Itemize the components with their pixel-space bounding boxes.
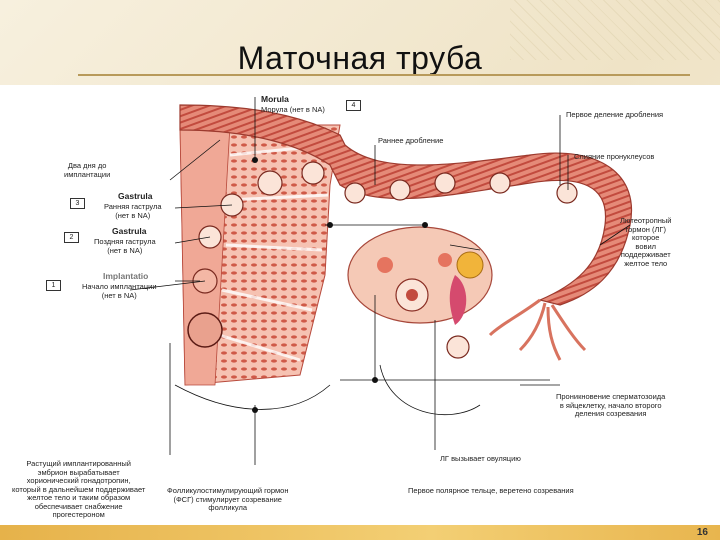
page-number: 16 (696, 527, 708, 538)
leader-dots (252, 157, 428, 413)
label-gastrula-early-en: Gastrula (118, 191, 153, 201)
stage-number-3: 3 (70, 198, 85, 209)
stage-cell (257, 170, 283, 196)
label-early-cleavage: Раннее дробление (378, 136, 444, 145)
label-implantatio-en: Implantatio (103, 271, 149, 281)
embryo-stages (187, 161, 578, 359)
label-first-division: Первое деление дробления (566, 110, 664, 119)
stage-cell (556, 182, 578, 204)
label-implantatio-ru: Начало имплантации (нет в NA) (82, 282, 157, 300)
fertilization-diagram (129, 97, 632, 465)
title-underline (78, 74, 690, 76)
stage-cell (187, 312, 223, 348)
slide-title: Маточная труба (237, 40, 483, 76)
label-gastrula-late-ru: Поздняя гаструла (нет в NA) (94, 237, 156, 255)
label-lh-ovulation: ЛГ вызывает овуляцию (440, 454, 521, 463)
stage-cell (389, 179, 411, 201)
stage-number-2: 2 (64, 232, 79, 243)
label-two-days: Два дня до имплантации (64, 161, 111, 179)
label-morula-en: Morula (261, 94, 289, 104)
stage-cell (301, 161, 325, 185)
footer-bar (0, 525, 720, 540)
label-sperm-penetration: Проникновение сперматозоида в яйцеклетку… (556, 392, 666, 418)
stage-number-4: 4 (346, 100, 361, 111)
label-fsh: Фолликулостимулирующий гормон (ФСГ) стим… (167, 486, 289, 512)
label-pronuclei-fusion: Слияние пронуклеусов (574, 152, 655, 161)
stage-cell (434, 172, 456, 194)
stage-cell (446, 335, 470, 359)
label-lh: Лютеотропный гормон (ЛГ) которое вовил п… (620, 216, 672, 268)
stage-cell (489, 172, 511, 194)
label-morula-ru: Морула (нет в NA) (261, 105, 325, 114)
ovary (347, 226, 493, 325)
label-gastrula-late-en: Gastrula (112, 226, 147, 236)
label-gastrula-early-ru: Ранняя гаструла (нет в NA) (104, 202, 162, 220)
stage-number-1: 1 (46, 280, 61, 291)
stage-cell (344, 182, 366, 204)
label-polar-body: Первое полярное тельце, веретено созрева… (408, 486, 574, 495)
label-embryo-hcg: Растущий имплантированный эмбрион выраба… (12, 459, 146, 519)
